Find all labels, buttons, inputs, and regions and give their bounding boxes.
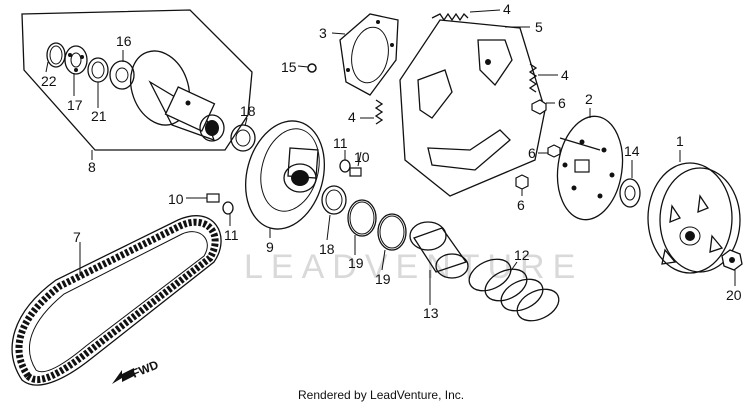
part-4-spring-top bbox=[431, 12, 469, 22]
callout-11-left: 11 bbox=[224, 227, 239, 243]
callout-7: 7 bbox=[73, 229, 81, 245]
part-11-roller-right bbox=[339, 159, 351, 173]
callout-18-upper: 18 bbox=[240, 103, 256, 119]
callout-1: 1 bbox=[676, 133, 684, 149]
credit-text: Rendered by LeadVenture, Inc. bbox=[298, 388, 464, 402]
callout-14: 14 bbox=[624, 143, 640, 159]
group-8-outline bbox=[21, 9, 253, 151]
part-11-roller-left bbox=[222, 201, 234, 215]
part-10-pin-right bbox=[349, 167, 362, 177]
callout-20: 20 bbox=[726, 287, 742, 303]
callout-4-right: 4 bbox=[561, 67, 569, 83]
callout-19-a: 19 bbox=[348, 255, 364, 271]
part-2-drive-plate bbox=[556, 115, 624, 221]
callout-2: 2 bbox=[585, 91, 593, 107]
part-6-nut-a bbox=[531, 99, 547, 115]
callout-6-b: 6 bbox=[528, 145, 536, 161]
part-6-nut-c bbox=[515, 174, 529, 190]
callout-6-a: 6 bbox=[558, 95, 566, 111]
part-6-nut-b bbox=[547, 144, 561, 158]
callout-22: 22 bbox=[41, 73, 57, 89]
callout-5: 5 bbox=[535, 19, 543, 35]
part-3-plate bbox=[339, 13, 399, 96]
callout-19-b: 19 bbox=[375, 271, 391, 287]
part-18-seal-upper bbox=[230, 124, 256, 152]
part-19-o-ring-a bbox=[347, 199, 377, 237]
callout-10-right: 10 bbox=[354, 149, 370, 165]
fwd-label: FWD bbox=[130, 357, 161, 380]
callout-15: 15 bbox=[281, 59, 297, 75]
leader-lines bbox=[45, 9, 736, 305]
watermark-text: LEADVENTURE bbox=[244, 248, 583, 286]
callout-18-lower: 18 bbox=[319, 241, 335, 257]
part-21-ring bbox=[87, 57, 109, 83]
callout-4-top: 4 bbox=[503, 1, 511, 17]
part-12-springs bbox=[468, 258, 560, 322]
part-13-collar bbox=[409, 221, 469, 279]
part-16-bearing bbox=[109, 60, 135, 90]
part-20-nut bbox=[721, 249, 743, 271]
part-14-washer bbox=[619, 178, 641, 208]
part-5-clutch-shoes bbox=[399, 19, 546, 197]
callout-17: 17 bbox=[67, 97, 83, 113]
callout-11-right: 11 bbox=[333, 135, 348, 151]
callout-10-left: 10 bbox=[168, 191, 184, 207]
fwd-arrow: FWD bbox=[112, 357, 161, 384]
part-19-o-ring-b bbox=[377, 213, 407, 251]
part-4-spring-mid bbox=[374, 99, 384, 125]
part-10-pin-left bbox=[206, 193, 220, 203]
callout-21: 21 bbox=[91, 108, 107, 124]
watermark: LEADVENTURE bbox=[244, 248, 583, 286]
callout-16: 16 bbox=[116, 33, 132, 49]
callout-3: 3 bbox=[319, 25, 327, 41]
callout-4-mid: 4 bbox=[348, 109, 356, 125]
callout-8: 8 bbox=[88, 159, 96, 175]
part-17-bearing bbox=[64, 45, 88, 75]
driven-face bbox=[130, 50, 225, 142]
part-1-clutch-drum bbox=[647, 162, 741, 274]
callout-13: 13 bbox=[423, 305, 439, 321]
part-9-sliding-face bbox=[244, 120, 326, 230]
part-22-snap-ring bbox=[46, 42, 66, 68]
part-15-clip bbox=[307, 63, 317, 73]
callout-9: 9 bbox=[266, 239, 274, 255]
part-18-seal-lower bbox=[321, 185, 347, 215]
part-4-spring-right bbox=[528, 63, 538, 93]
callout-12: 12 bbox=[514, 247, 530, 263]
callout-6-c: 6 bbox=[517, 197, 525, 213]
part-7-drive-belt bbox=[11, 215, 222, 386]
callout-numbers: 22 17 21 16 8 18 3 15 4 5 4 6 2 1 14 6 6… bbox=[41, 1, 742, 321]
